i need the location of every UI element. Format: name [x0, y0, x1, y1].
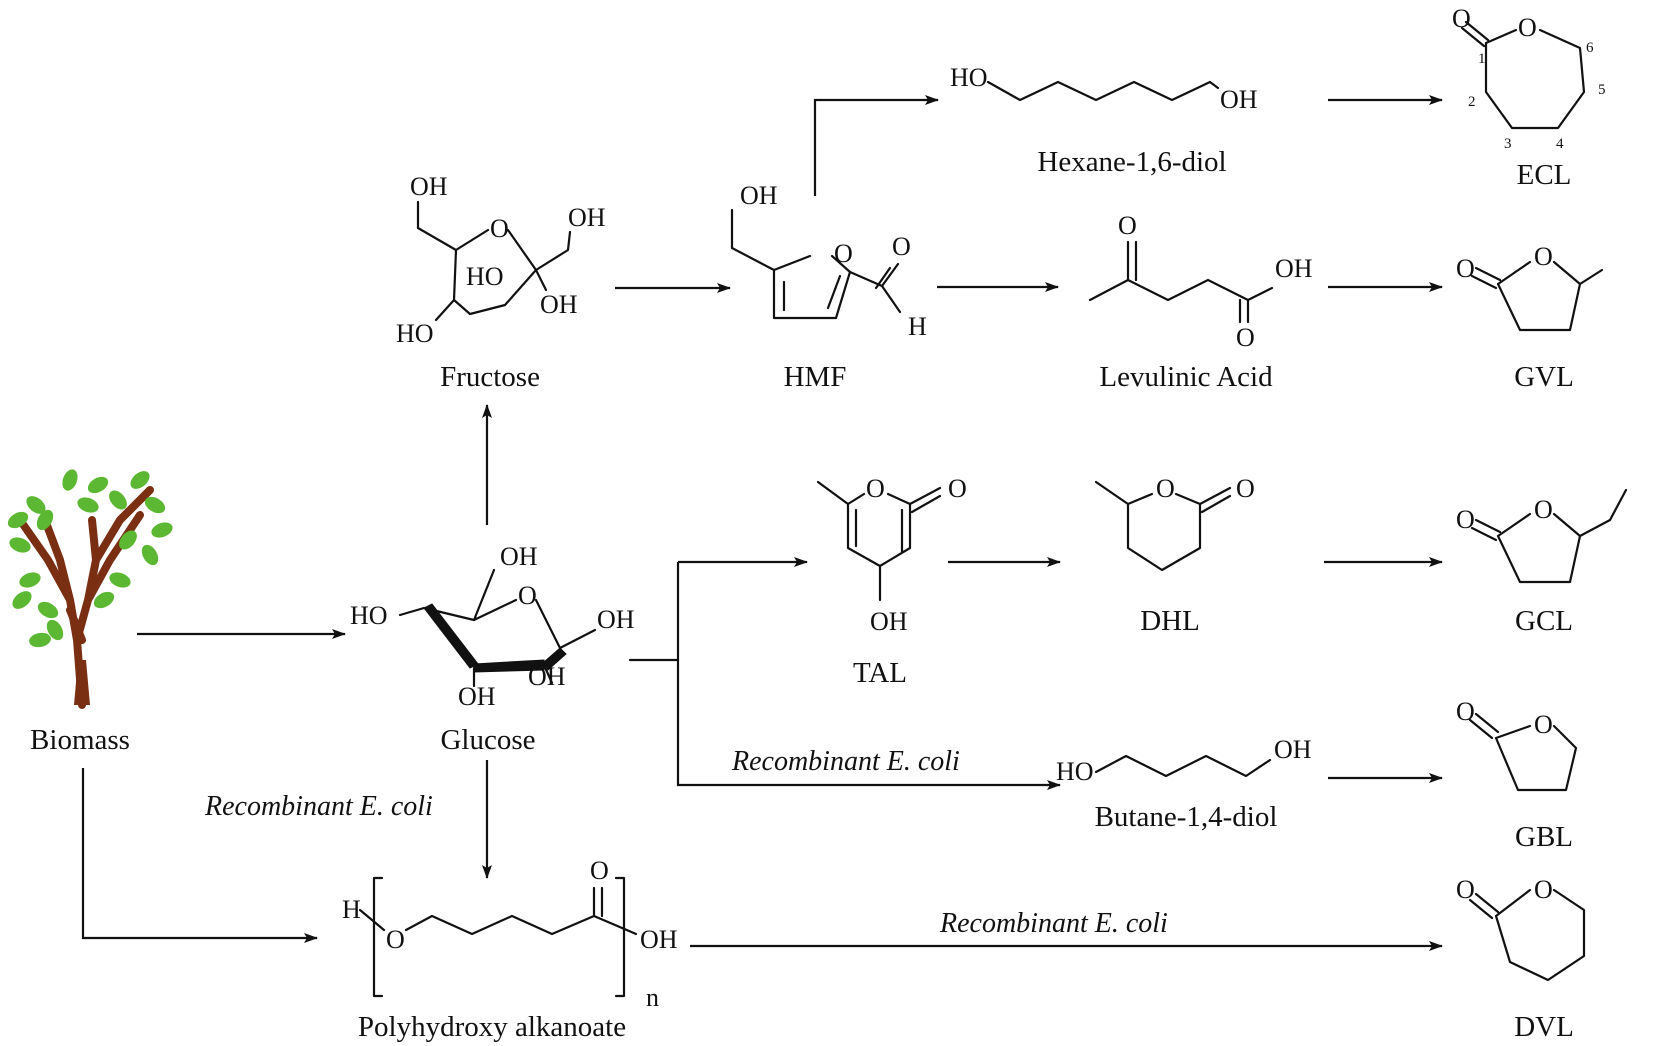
dvl-structure: O O: [1456, 875, 1586, 982]
label-gbl: GBL: [1515, 821, 1573, 853]
svg-text:HO: HO: [350, 601, 388, 630]
svg-text:O: O: [490, 214, 509, 243]
gvl-structure: O O: [1456, 242, 1604, 332]
dhl-structure: O O: [1094, 474, 1255, 572]
svg-text:HO: HO: [396, 319, 434, 348]
gcl-structure: O O: [1456, 488, 1628, 584]
svg-text:6: 6: [1586, 40, 1594, 56]
label-ecl: ECL: [1517, 159, 1572, 191]
svg-text:O: O: [518, 581, 537, 610]
label-arrow-glucose-pha: Recombinant E. coli: [204, 791, 433, 822]
svg-text:O: O: [1456, 875, 1475, 904]
svg-text:O: O: [1452, 4, 1471, 33]
svg-text:O: O: [892, 232, 911, 261]
svg-text:OH: OH: [640, 925, 678, 954]
svg-text:OH: OH: [1274, 735, 1312, 764]
svg-text:O: O: [1456, 254, 1475, 283]
svg-text:O: O: [1456, 697, 1475, 726]
svg-text:OH: OH: [870, 607, 908, 636]
svg-text:OH: OH: [500, 542, 538, 571]
label-gvl: GVL: [1514, 361, 1574, 393]
svg-text:OH: OH: [540, 290, 578, 319]
arrow-hmf-hexanediol: [813, 95, 939, 196]
svg-text:1: 1: [1478, 51, 1486, 67]
levulinic-acid-structure: O OH O: [1088, 211, 1313, 352]
svg-text:H: H: [908, 312, 927, 341]
svg-text:n: n: [646, 983, 659, 1012]
label-glucose: Glucose: [440, 724, 535, 756]
svg-text:OH: OH: [410, 172, 448, 201]
svg-text:O: O: [1118, 211, 1137, 240]
svg-text:O: O: [1236, 474, 1255, 503]
arrow-biomass-pha: [81, 768, 318, 943]
svg-text:O: O: [834, 239, 853, 268]
label-dhl: DHL: [1140, 605, 1200, 637]
label-gcl: GCL: [1515, 605, 1573, 637]
svg-text:OH: OH: [568, 203, 606, 232]
svg-text:OH: OH: [597, 605, 635, 634]
pha-structure: H O O OH n: [342, 856, 678, 1012]
svg-text:O: O: [1534, 710, 1553, 739]
label-dvl: DVL: [1514, 1011, 1574, 1043]
svg-text:O: O: [1456, 505, 1475, 534]
svg-text:O: O: [386, 925, 405, 954]
svg-text:2: 2: [1468, 94, 1476, 110]
label-fructose: Fructose: [440, 361, 540, 393]
svg-text:H: H: [342, 895, 361, 924]
arrow-glucose-butanediol: [676, 562, 1061, 790]
svg-text:O: O: [1534, 875, 1553, 904]
tal-structure: O O OH: [816, 474, 967, 636]
label-levulinic: Levulinic Acid: [1099, 361, 1273, 393]
svg-text:O: O: [866, 474, 885, 503]
svg-text:OH: OH: [1220, 85, 1258, 114]
svg-text:HO: HO: [950, 63, 988, 92]
label-pha: Polyhydroxy alkanoate: [358, 1011, 626, 1043]
ecl-structure: O O 1 2 3 4 5 6: [1452, 4, 1606, 152]
svg-text:O: O: [948, 474, 967, 503]
svg-text:HO: HO: [466, 262, 504, 291]
label-hmf: HMF: [784, 361, 847, 393]
label-butanediol: Butane-1,4-diol: [1095, 801, 1278, 833]
tree-icon: [7, 469, 173, 709]
label-hexanediol: Hexane-1,6-diol: [1037, 146, 1226, 178]
hmf-structure: OH O O H: [730, 181, 927, 341]
svg-text:3: 3: [1504, 136, 1512, 152]
svg-text:4: 4: [1556, 136, 1564, 152]
label-arrow-glucose-butanediol: Recombinant E. coli: [731, 746, 960, 777]
glucose-structure: OH O HO OH OH OH: [350, 542, 635, 711]
svg-text:OH: OH: [458, 682, 496, 711]
svg-text:O: O: [1156, 474, 1175, 503]
hexanediol-structure: HO OH: [950, 63, 1258, 114]
svg-text:O: O: [590, 856, 609, 885]
label-biomass: Biomass: [30, 724, 130, 756]
svg-text:5: 5: [1598, 82, 1606, 98]
fructose-structure: OH OH O HO OH HO: [396, 172, 606, 348]
gbl-structure: O O: [1456, 697, 1578, 792]
svg-text:O: O: [1534, 495, 1553, 524]
svg-text:OH: OH: [1275, 254, 1313, 283]
svg-text:O: O: [1518, 13, 1537, 42]
svg-text:O: O: [1534, 242, 1553, 271]
butanediol-structure: HO OH: [1056, 735, 1312, 786]
label-arrow-pha-dvl: Recombinant E. coli: [939, 908, 1168, 939]
svg-text:OH: OH: [740, 181, 778, 210]
svg-text:O: O: [1236, 323, 1255, 352]
svg-text:HO: HO: [1056, 757, 1094, 786]
label-tal: TAL: [853, 657, 907, 689]
